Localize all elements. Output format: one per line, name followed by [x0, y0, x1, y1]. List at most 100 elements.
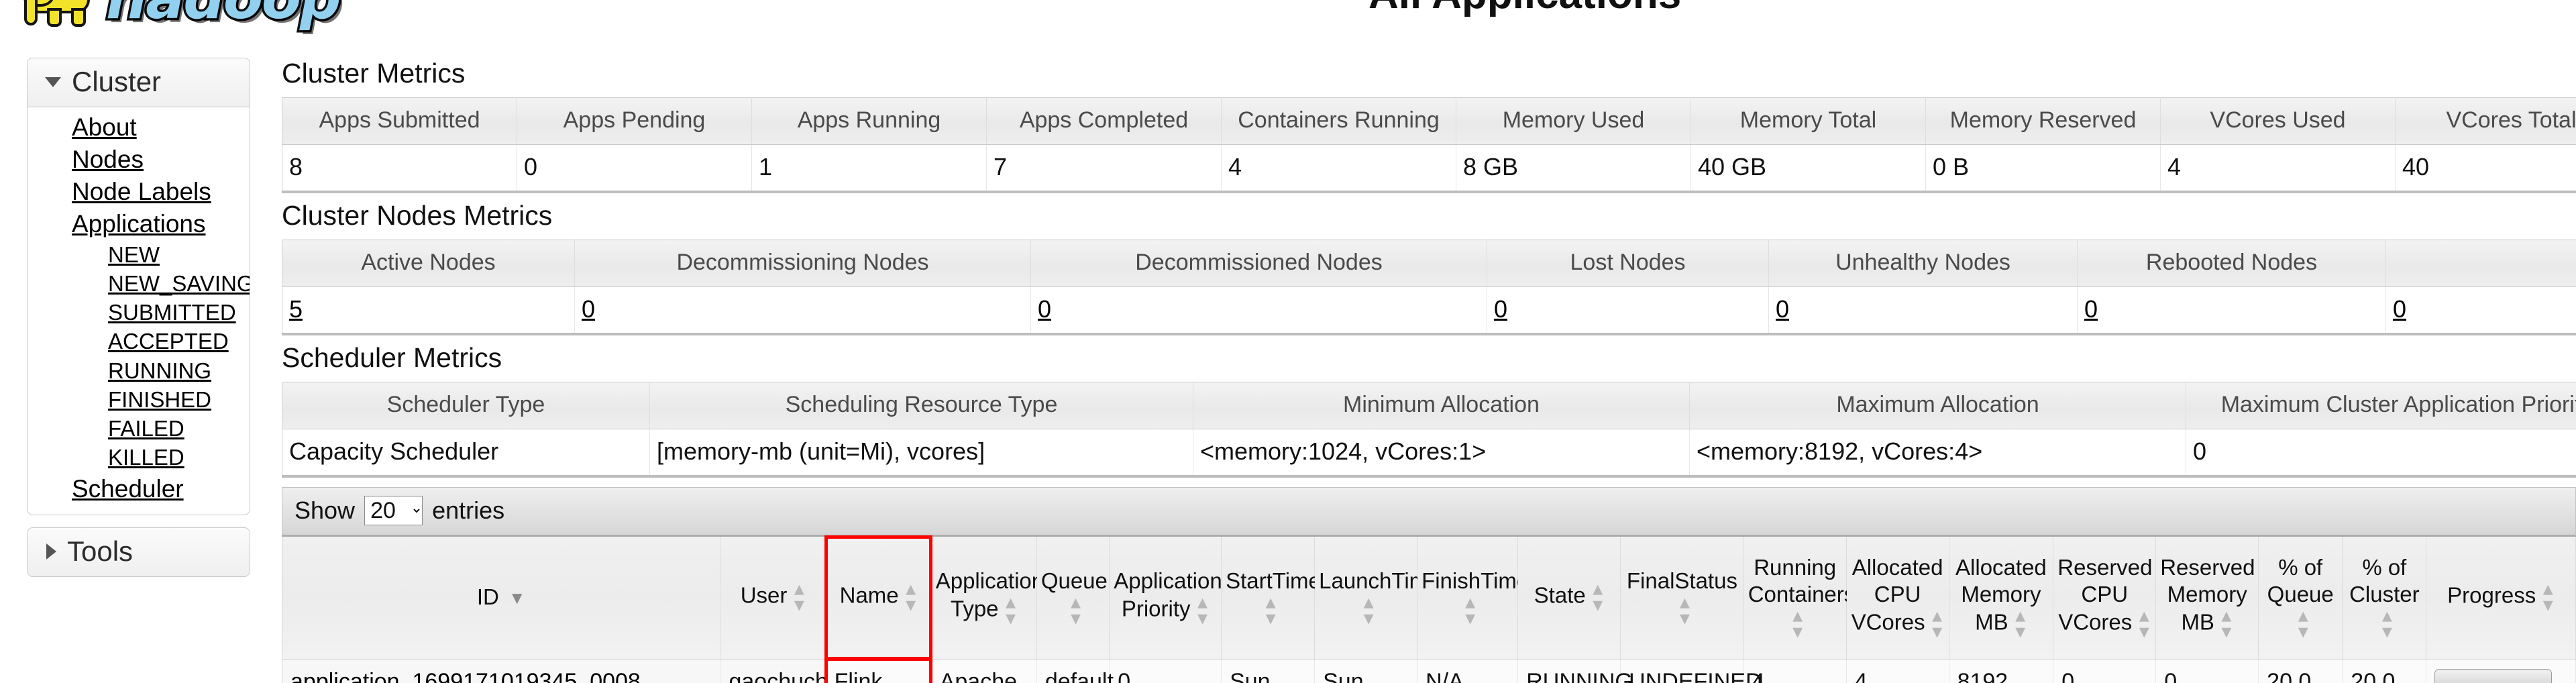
sort-both-icon[interactable]: ▴▾ — [2139, 605, 2149, 643]
nodes-metrics-value-3[interactable]: 0 — [1487, 286, 1769, 334]
sidebar-item-scheduler[interactable]: Scheduler — [72, 474, 184, 503]
column-header-state[interactable]: State▴▾ — [1517, 537, 1621, 660]
column-header-user[interactable]: User▴▾ — [720, 537, 826, 660]
sidebar-item-state-new-saving[interactable]: NEW_SAVING — [108, 270, 250, 296]
table-header-row: ID▼User▴▾Name▴▾Application Type▴▾Queue▴▾… — [282, 535, 2576, 660]
sidebar-cluster-header[interactable]: Cluster — [28, 58, 250, 107]
sidebar-item-state-accepted[interactable]: ACCEPTED — [108, 329, 229, 354]
sidebar-item-state-finished[interactable]: FINISHED — [108, 386, 212, 412]
sort-both-icon[interactable]: ▴▾ — [1932, 605, 1943, 643]
column-header-start-time[interactable]: StartTime▴▾ — [1221, 537, 1321, 660]
nodes-metrics-value-5[interactable]: 0 — [2077, 286, 2386, 334]
column-header-reserved-cpu-vcores[interactable]: Reserved CPU VCores▴▾ — [2053, 537, 2157, 660]
nodes-metrics-link-0[interactable]: 5 — [289, 295, 303, 323]
sidebar-item-state-running[interactable]: RUNNING — [108, 358, 211, 383]
sort-both-icon[interactable]: ▴▾ — [1265, 590, 1276, 629]
sort-both-icon[interactable]: ▴▾ — [1006, 590, 1016, 629]
sort-both-icon[interactable]: ▴▾ — [2298, 605, 2308, 643]
nodes-metrics-link-5[interactable]: 0 — [2084, 295, 2098, 323]
column-header-reserved-memory-mb[interactable]: Reserved Memory MB▴▾ — [2155, 537, 2259, 660]
nodes-metrics-value-0[interactable]: 5 — [282, 286, 575, 334]
nodes-metrics-link-1[interactable]: 0 — [582, 295, 596, 323]
column-header-running-containers[interactable]: Running Containers▴▾ — [1743, 537, 1855, 660]
sidebar-item-node-labels[interactable]: Node Labels — [72, 178, 211, 206]
nodes-metrics-link-4[interactable]: 0 — [1776, 295, 1790, 323]
cell-id[interactable]: application_1699171019345_0008 — [282, 659, 721, 683]
entries-per-page-select[interactable]: 20406080100 — [364, 496, 423, 525]
column-header-allocated-memory-mb[interactable]: Allocated Memory MB▴▾ — [1949, 537, 2054, 660]
show-entries-label: Show — [294, 496, 356, 524]
nodes-metrics-header-4: Unhealthy Nodes — [1768, 240, 2078, 287]
cell-reserved-memory-mb: 0 — [2155, 659, 2259, 683]
sidebar-item-about[interactable]: About — [72, 113, 137, 141]
column-header-application-type[interactable]: Application Type▴▾ — [931, 537, 1044, 660]
nodes-metrics-header-1: Decommissioning Nodes — [574, 240, 1031, 287]
column-header-label: User — [740, 582, 788, 608]
cell-reserved-cpu-vcores: 0 — [2053, 659, 2157, 683]
table-row: 5 0 0 0 0 0 0 — [282, 286, 2576, 334]
column-header-pct-of-queue[interactable]: % of Queue▴▾ — [2258, 537, 2343, 660]
sort-both-icon[interactable]: ▴▾ — [2542, 577, 2553, 616]
nodes-metrics-value-1[interactable]: 0 — [574, 286, 1031, 334]
column-header-allocated-cpu-vcores[interactable]: Allocated CPU VCores▴▾ — [1846, 537, 1949, 660]
cell-start-time: Sun Nov 5 18:40:07 +0800 2023 — [1221, 659, 1316, 683]
application-id-link[interactable]: application_1699171019345_0008 — [290, 668, 641, 683]
sort-both-icon[interactable]: ▴▾ — [1071, 590, 1081, 629]
nodes-metrics-link-3[interactable]: 0 — [1494, 295, 1508, 323]
sidebar-item-nodes[interactable]: Nodes — [72, 146, 144, 174]
sidebar-tools-label: Tools — [67, 535, 133, 567]
sort-both-icon[interactable]: ▴▾ — [906, 577, 916, 616]
sort-both-icon[interactable]: ▴▾ — [1363, 590, 1374, 629]
cluster-metrics-value-7: 0 B — [1925, 144, 2161, 192]
sort-both-icon[interactable]: ▴▾ — [2221, 605, 2232, 643]
sidebar-cluster-body: About Nodes Node Labels Applications NEW… — [28, 107, 250, 515]
applications-table: ID▼User▴▾Name▴▾Application Type▴▾Queue▴▾… — [282, 535, 2576, 683]
cluster-metrics-header-4: Containers Running — [1221, 97, 1456, 145]
cell-name: Flink Application Cluster — [824, 658, 933, 683]
sidebar-item-state-killed[interactable]: KILLED — [108, 445, 184, 470]
column-header-queue[interactable]: Queue▴▾ — [1036, 537, 1110, 660]
nodes-metrics-link-6[interactable]: 0 — [2393, 295, 2407, 323]
cluster-metrics-header-3: Apps Completed — [986, 97, 1222, 145]
column-header-label: Reserved CPU VCores — [2057, 554, 2153, 635]
nodes-metrics-value-6[interactable]: 0 — [2385, 286, 2576, 334]
column-header-label: Name — [839, 582, 899, 608]
column-header-label: Queue — [1040, 568, 1108, 593]
sort-both-icon[interactable]: ▴▾ — [1792, 605, 1803, 643]
sort-both-icon[interactable]: ▴▾ — [1465, 590, 1476, 629]
column-header-final-status[interactable]: FinalStatus▴▾ — [1620, 537, 1744, 660]
nodes-metrics-value-2[interactable]: 0 — [1030, 286, 1487, 334]
sort-descending-icon[interactable]: ▼ — [508, 588, 526, 609]
sort-both-icon[interactable]: ▴▾ — [794, 577, 804, 616]
nodes-metrics-link-2[interactable]: 0 — [1038, 295, 1052, 323]
column-header-pct-of-cluster[interactable]: % of Cluster▴▾ — [2342, 537, 2427, 660]
column-header-finish-time[interactable]: FinishTime▴▾ — [1417, 537, 1529, 660]
sidebar-item-state-submitted[interactable]: SUBMITTED — [108, 300, 236, 325]
sort-both-icon[interactable]: ▴▾ — [2381, 605, 2392, 643]
nodes-metrics-header-2: Decommissioned Nodes — [1030, 240, 1487, 287]
cell-final-status: UNDEFINED — [1620, 659, 1762, 683]
sidebar-item-state-new[interactable]: NEW — [108, 242, 160, 267]
cluster-metrics-header-5: Memory Used — [1456, 97, 1691, 145]
column-header-progress[interactable]: Progress▴▾ — [2426, 537, 2576, 660]
column-header-id[interactable]: ID▼ — [282, 537, 721, 660]
cluster-metrics-header-0: Apps Submitted — [282, 97, 517, 145]
column-header-launch-time[interactable]: LaunchTime▴▾ — [1314, 537, 1440, 660]
column-header-application-priority[interactable]: Application Priority▴▾ — [1109, 537, 1222, 660]
column-header-name[interactable]: Name ▴▾ — [824, 535, 933, 660]
sort-both-icon[interactable]: ▴▾ — [2015, 605, 2026, 643]
sidebar-item-applications[interactable]: Applications — [72, 210, 206, 238]
sidebar-section-tools: Tools — [27, 527, 250, 577]
column-header-label: FinishTime — [1421, 568, 1529, 593]
sort-both-icon[interactable]: ▴▾ — [1679, 590, 1690, 629]
scheduler-metrics-value-2: <memory:1024, vCores:1> — [1193, 429, 1690, 476]
sidebar-item-state-failed[interactable]: FAILED — [108, 416, 184, 441]
cluster-nodes-metrics-title: Cluster Nodes Metrics — [282, 200, 553, 231]
sort-both-icon[interactable]: ▴▾ — [1593, 577, 1603, 616]
sort-both-icon[interactable]: ▴▾ — [1197, 590, 1208, 629]
applications-toolbar: Show 20406080100 entries — [282, 487, 2576, 537]
nodes-metrics-value-4[interactable]: 0 — [1768, 286, 2078, 334]
sidebar-tools-header[interactable]: Tools — [28, 527, 250, 576]
